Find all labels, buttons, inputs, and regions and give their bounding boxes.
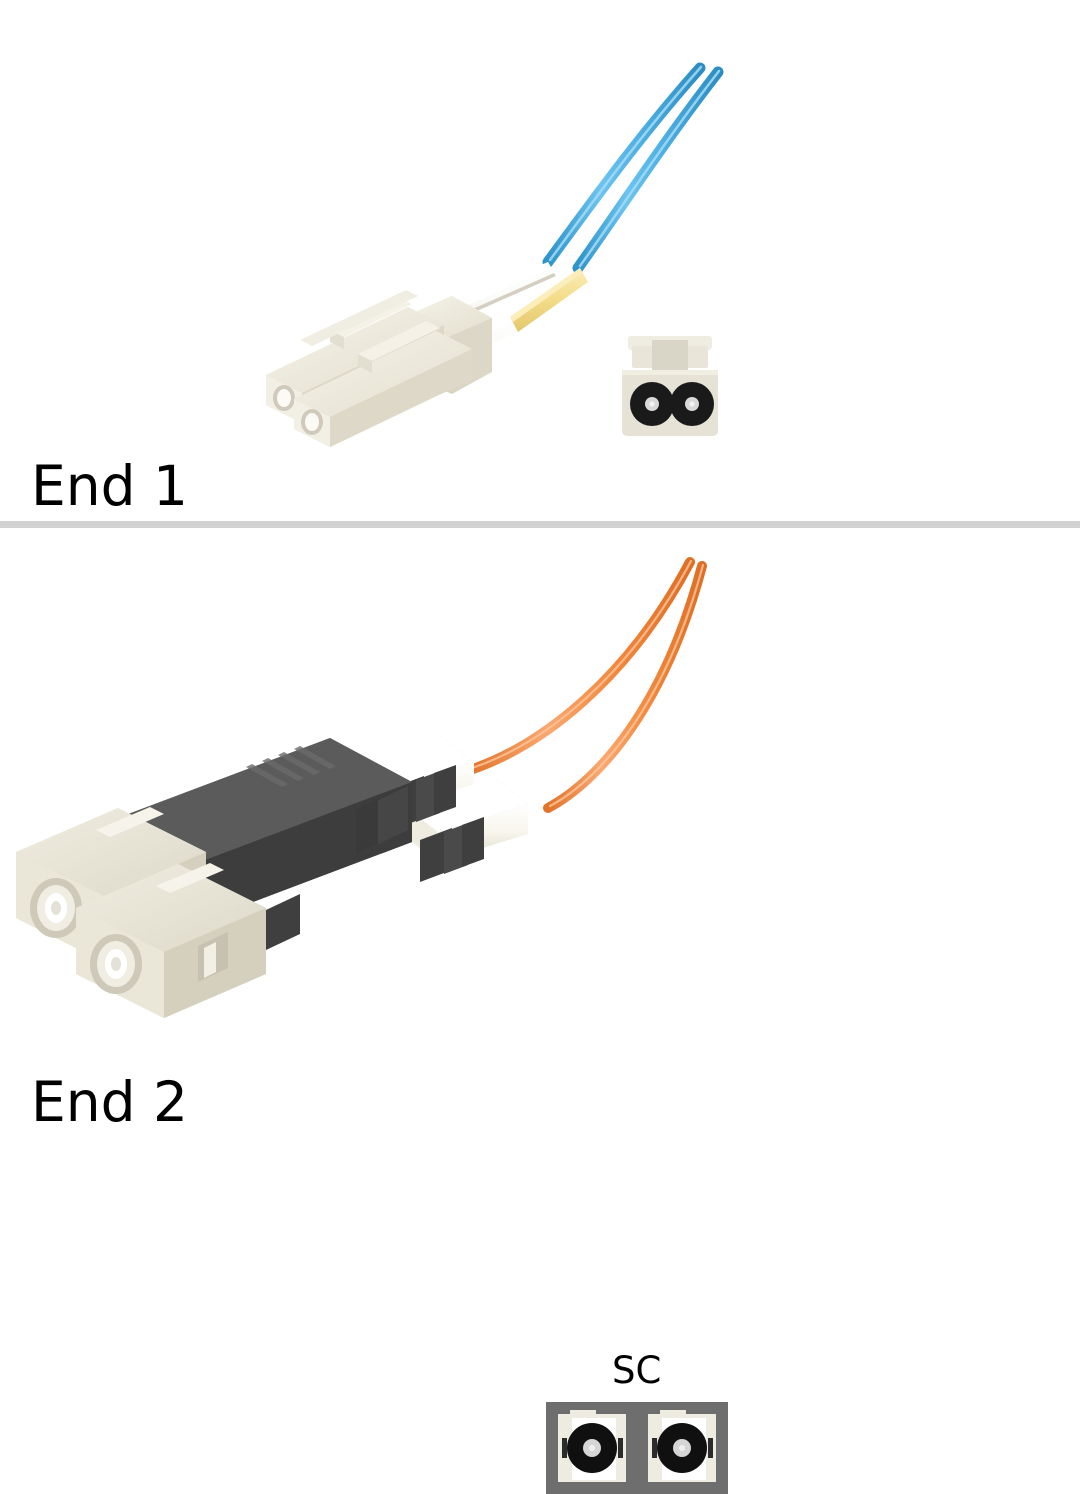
end2-label: End 2 [31, 1070, 188, 1134]
end2-sc-body-lower [76, 863, 266, 1018]
end1-boot-yellow-segment [510, 268, 588, 332]
section-divider [0, 521, 1080, 528]
end2-panel: SC End 2 [0, 530, 1080, 1494]
end1-label: End 1 [31, 454, 188, 518]
end2-clip-tail [266, 894, 300, 950]
end1-lc-barrel-lower [294, 321, 472, 447]
end1-fiber-pair [542, 62, 724, 274]
end1-lc-connector [266, 290, 492, 447]
lc-connector-face-icon [622, 336, 718, 436]
end1-panel: End 1 [0, 0, 1080, 524]
end1-illustration [266, 62, 724, 447]
end2-fiber-pair [465, 557, 707, 813]
sc-port-left [558, 1410, 626, 1482]
sc-type-label: SC [612, 1349, 662, 1392]
sc-connector-face-icon [546, 1402, 728, 1494]
end2-illustration [16, 557, 707, 1018]
sc-port-right [648, 1410, 716, 1482]
end2-clip-fins-lower [420, 817, 484, 882]
